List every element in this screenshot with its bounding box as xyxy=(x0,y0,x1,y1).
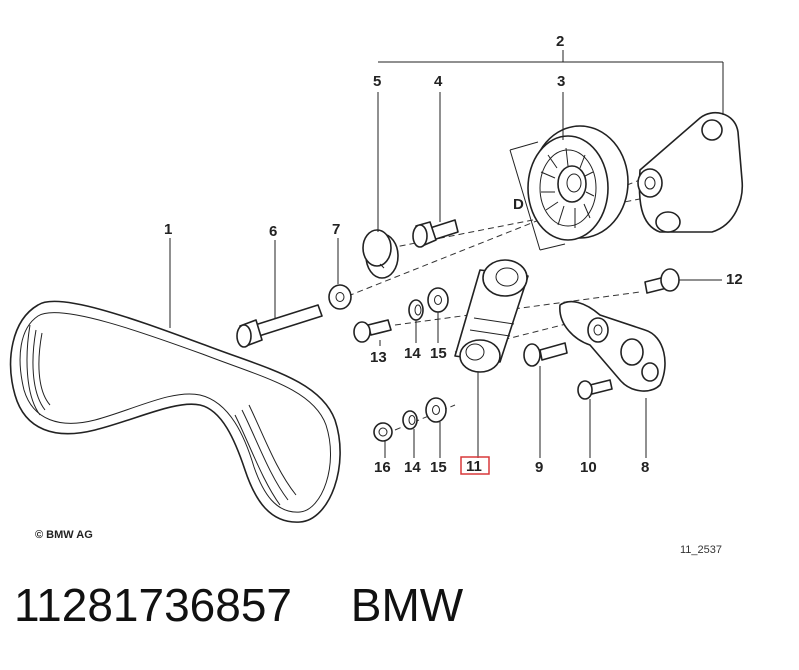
callout-10: 10 xyxy=(580,459,597,476)
part-caption: 11281736857 BMW xyxy=(14,578,463,648)
callout-5: 5 xyxy=(373,73,381,90)
callout-6: 6 xyxy=(269,223,277,240)
parts-exploded-diagram: 2 5 4 3 D 1 6 7 12 13 14 15 16 14 15 11 … xyxy=(9,33,744,556)
callout-1: 1 xyxy=(164,221,172,238)
bolt-4 xyxy=(412,219,459,248)
mounting-bracket xyxy=(559,300,666,392)
callout-3: 3 xyxy=(557,73,565,90)
callout-14-upper: 14 xyxy=(404,345,421,362)
washer-7 xyxy=(328,284,352,310)
bolt-12 xyxy=(644,268,680,294)
callout-15-lower: 15 xyxy=(430,459,447,476)
callout-16: 16 xyxy=(374,459,391,476)
cover-cap xyxy=(362,229,399,279)
callout-8: 8 xyxy=(641,459,649,476)
bushing-14-lower xyxy=(402,410,418,430)
callout-labels: 2 5 4 3 D 1 6 7 12 13 14 15 16 14 15 11 … xyxy=(164,33,743,476)
drawing-id: 11_2537 xyxy=(680,544,722,556)
hydraulic-tensioner xyxy=(454,259,529,373)
callout-2: 2 xyxy=(556,33,564,50)
bolt-9 xyxy=(523,342,568,367)
tension-pulley-assembly xyxy=(509,111,744,251)
callout-13: 13 xyxy=(370,349,387,366)
callout-9: 9 xyxy=(535,459,543,476)
washer-15-upper xyxy=(427,287,449,313)
callout-14-lower: 14 xyxy=(404,459,421,476)
highlight-box xyxy=(460,456,490,475)
bolt-13 xyxy=(353,319,392,343)
washer-15-lower xyxy=(425,397,447,423)
long-bolt xyxy=(236,304,323,348)
callout-12: 12 xyxy=(726,271,743,288)
copyright-label: © BMW AG xyxy=(35,529,93,541)
callout-11-highlighted: 11 xyxy=(466,458,482,475)
callout-15-upper: 15 xyxy=(430,345,447,362)
callout-4: 4 xyxy=(434,73,443,90)
bolt-10 xyxy=(577,379,613,400)
pulley-ribs xyxy=(540,147,595,228)
ribbed-belt xyxy=(9,300,341,523)
bushing-14-upper xyxy=(408,299,424,321)
brand-name: BMW xyxy=(350,579,464,631)
dimension-d-label: D xyxy=(513,196,524,213)
leader-lines xyxy=(169,50,724,458)
part-number: 11281736857 xyxy=(14,579,292,631)
callout-7: 7 xyxy=(332,221,340,238)
bushing-16 xyxy=(373,422,393,442)
